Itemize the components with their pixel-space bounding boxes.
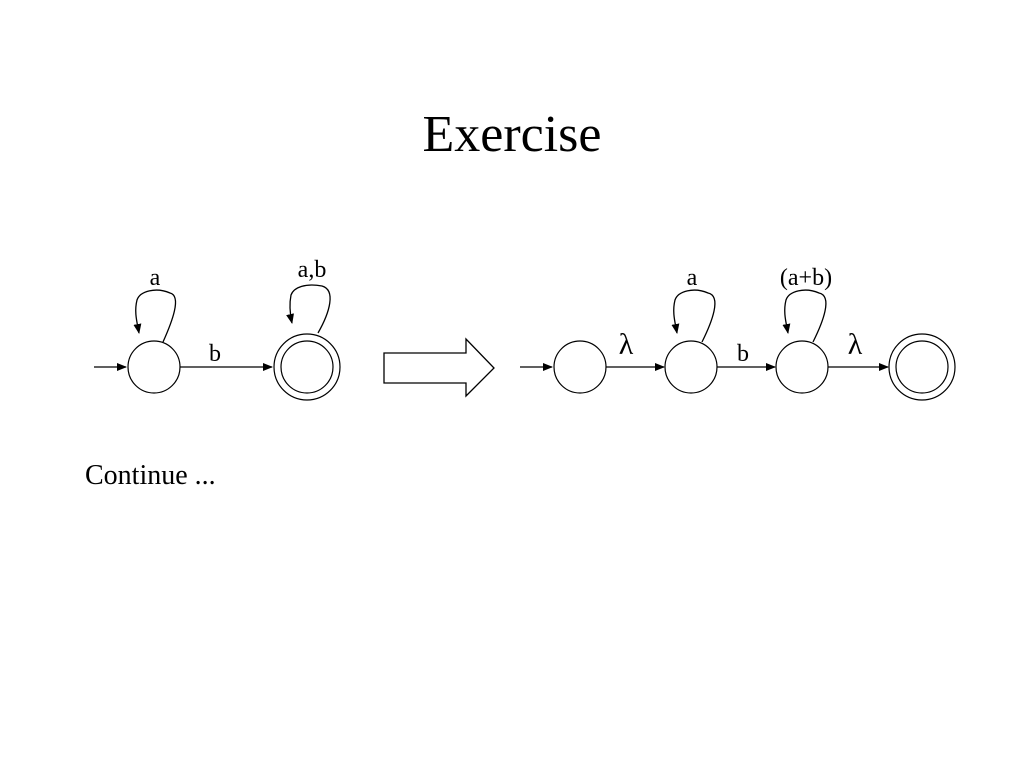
self-loop-q1 — [286, 284, 331, 334]
transform-arrow — [383, 337, 495, 398]
right-automaton: λ a b (a+b) λ — [520, 265, 956, 401]
continue-text: Continue ... — [85, 460, 216, 491]
loop-label-p1: a — [687, 265, 698, 291]
final-state-p3-inner — [895, 340, 949, 394]
state-q0 — [127, 340, 181, 394]
state-p0 — [553, 340, 607, 394]
edge-label-q0-q1: b — [209, 341, 221, 367]
self-loop-p1 — [671, 289, 716, 343]
loop-label-q0: a — [150, 265, 161, 291]
slide-title: Exercise — [422, 106, 602, 163]
left-automaton: a b a,b — [94, 257, 341, 401]
state-p1 — [664, 340, 718, 394]
final-state-q1-inner — [280, 340, 334, 394]
loop-label-p2: (a+b) — [780, 265, 832, 291]
edge-label-p2-p3: λ — [848, 328, 863, 361]
loop-label-q1: a,b — [298, 257, 327, 283]
edge-label-p1-p2: b — [737, 341, 749, 367]
state-p2 — [775, 340, 829, 394]
edge-label-p0-p1: λ — [619, 328, 634, 361]
self-loop-p2 — [782, 289, 827, 343]
self-loop-q0 — [133, 289, 177, 343]
